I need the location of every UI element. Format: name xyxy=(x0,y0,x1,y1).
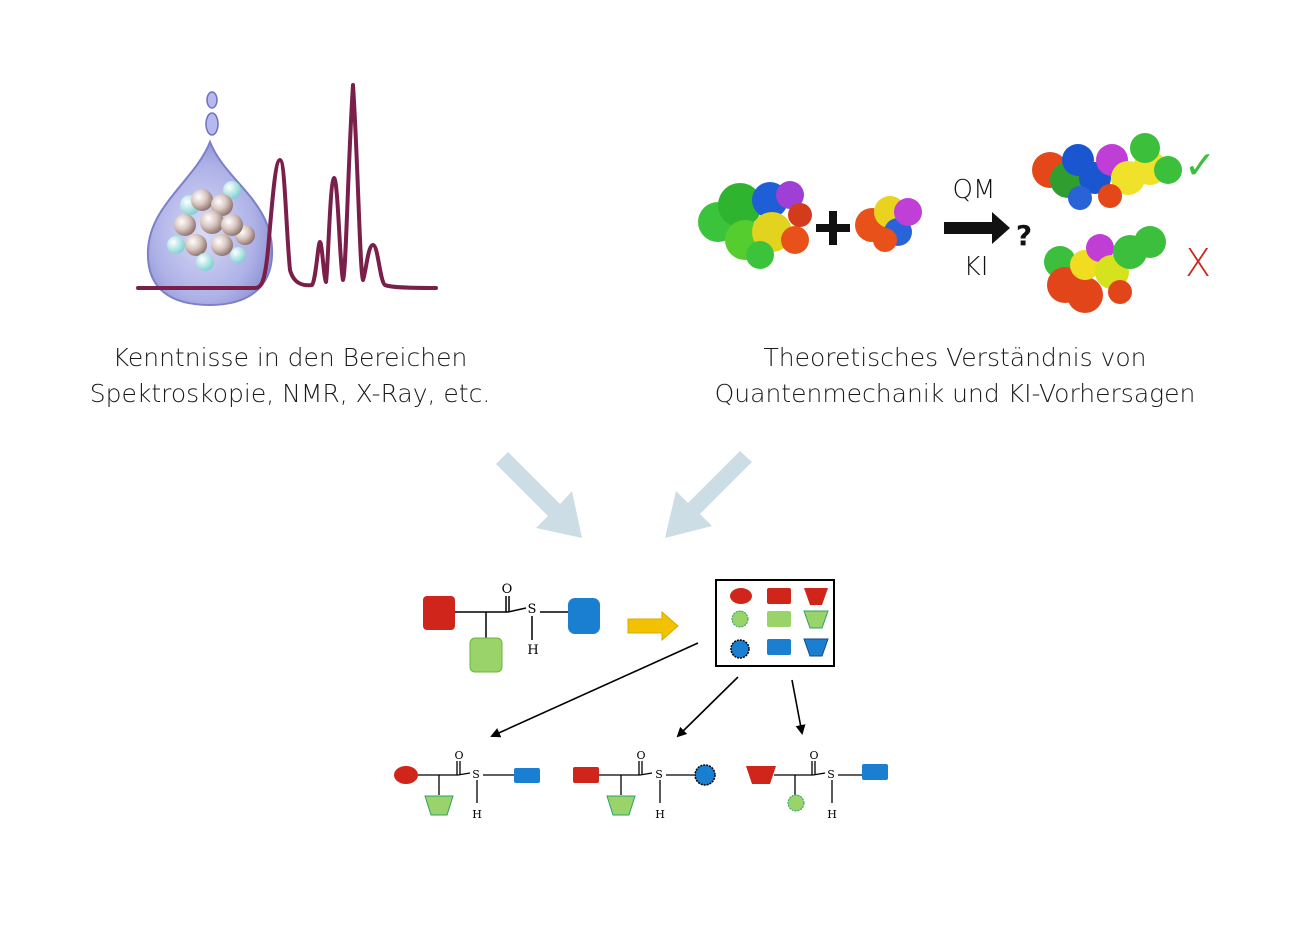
reactant-molecule-1 xyxy=(698,181,812,269)
atom-o: O xyxy=(454,749,463,762)
atom-h: H xyxy=(472,808,482,821)
caption-left-line-1: Kenntnisse in den Bereichen xyxy=(112,343,468,372)
blue-substituent xyxy=(568,598,600,634)
caption-left: Kenntnisse in den Bereichen Spektroskopi… xyxy=(40,340,540,412)
reactant-molecule-2 xyxy=(855,196,922,252)
caption-left-line-2: Spektroskopie, NMR, X-Ray, etc. xyxy=(89,379,491,408)
arrow-to-product-1 xyxy=(490,642,699,738)
green-substituent xyxy=(469,637,503,673)
question-mark: ? xyxy=(1016,219,1032,252)
atom-h: H xyxy=(527,643,538,658)
check-mark-icon: ✓ xyxy=(1184,143,1216,187)
converge-arrow-left xyxy=(496,452,582,538)
spectroscopy-illustration xyxy=(136,83,438,307)
reaction-illustration: QM KI ? ✓ X xyxy=(698,133,1216,313)
yellow-arrow xyxy=(627,610,679,642)
spectrum-line xyxy=(136,83,438,290)
caption-right: Theoretisches Verständnis von Quantenmec… xyxy=(680,340,1230,412)
building-block-library xyxy=(715,579,835,667)
converge-arrow-right xyxy=(665,451,752,538)
product-2: O S H xyxy=(573,749,716,821)
atom-h: H xyxy=(655,808,665,821)
arrow-to-product-3 xyxy=(791,679,806,735)
atom-s: S xyxy=(827,768,835,781)
product-molecule-correct xyxy=(1032,133,1182,210)
molecule-in-drop xyxy=(167,181,255,271)
atom-s: S xyxy=(528,602,537,617)
droplet-medium xyxy=(205,112,219,136)
atom-s: S xyxy=(472,768,480,781)
product-1: O S H xyxy=(394,749,540,821)
cross-mark-icon: X xyxy=(1185,241,1211,285)
droplet-small xyxy=(206,91,218,109)
method-ki-label: KI xyxy=(964,252,989,282)
atom-h: H xyxy=(827,808,837,821)
product-3: O S H xyxy=(746,749,888,821)
red-substituent xyxy=(423,596,455,630)
caption-right-line-2: Quantenmechanik und KI-Vorhersagen xyxy=(714,379,1196,408)
scaffold-molecule: O S H xyxy=(423,582,600,673)
prediction-arrow xyxy=(944,212,1010,244)
method-qm-label: QM xyxy=(953,175,996,205)
atom-o: O xyxy=(636,749,645,762)
product-molecule-wrong xyxy=(1044,226,1166,313)
plus-sign xyxy=(816,211,850,245)
arrow-to-product-2 xyxy=(676,676,739,738)
atom-s: S xyxy=(655,768,663,781)
atom-o: O xyxy=(502,582,513,597)
atom-o: O xyxy=(809,749,818,762)
caption-right-line-1: Theoretisches Verständnis von xyxy=(763,343,1147,372)
